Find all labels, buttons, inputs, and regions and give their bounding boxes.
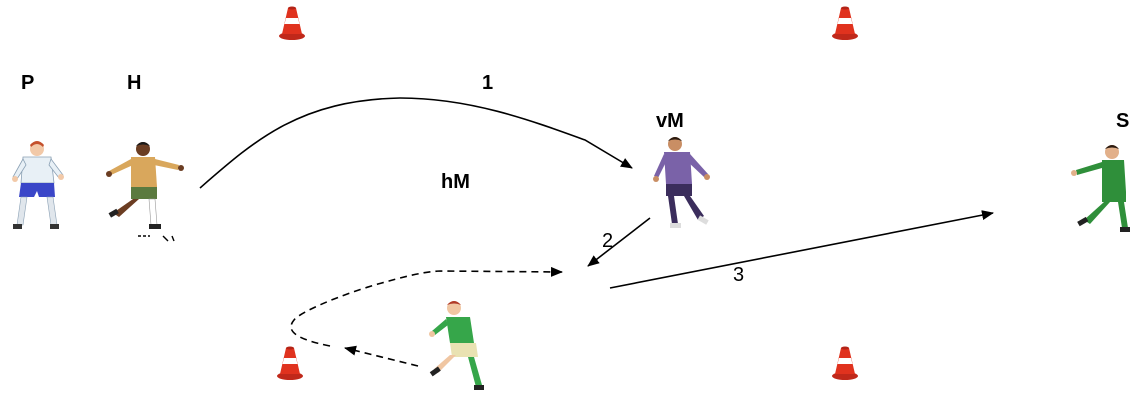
label-vm: vM	[656, 110, 684, 132]
label-p: P	[21, 72, 35, 94]
ball-marks	[138, 235, 175, 242]
label-hm: hM	[441, 171, 470, 193]
pass-3-arrow	[609, 210, 994, 289]
player-s	[1071, 145, 1130, 232]
player-h	[106, 142, 184, 229]
pass-1-arrow	[199, 97, 633, 189]
cone-top-right	[832, 6, 858, 40]
label-h: H	[127, 72, 142, 94]
hm-run-dashed	[344, 345, 419, 367]
player-p	[12, 141, 64, 229]
label-pass-2: 2	[602, 230, 614, 252]
label-pass-3: 3	[733, 264, 745, 286]
label-pass-1: 1	[482, 72, 494, 94]
label-s: S	[1116, 110, 1130, 132]
pass-2-arrow	[587, 217, 651, 267]
hm-run-dashed-loop	[290, 266, 563, 347]
cone-bottom-left	[277, 346, 303, 380]
cone-bottom-right	[832, 346, 858, 380]
player-hm	[429, 301, 484, 390]
player-vm	[653, 137, 710, 228]
cone-top-left	[279, 6, 305, 40]
